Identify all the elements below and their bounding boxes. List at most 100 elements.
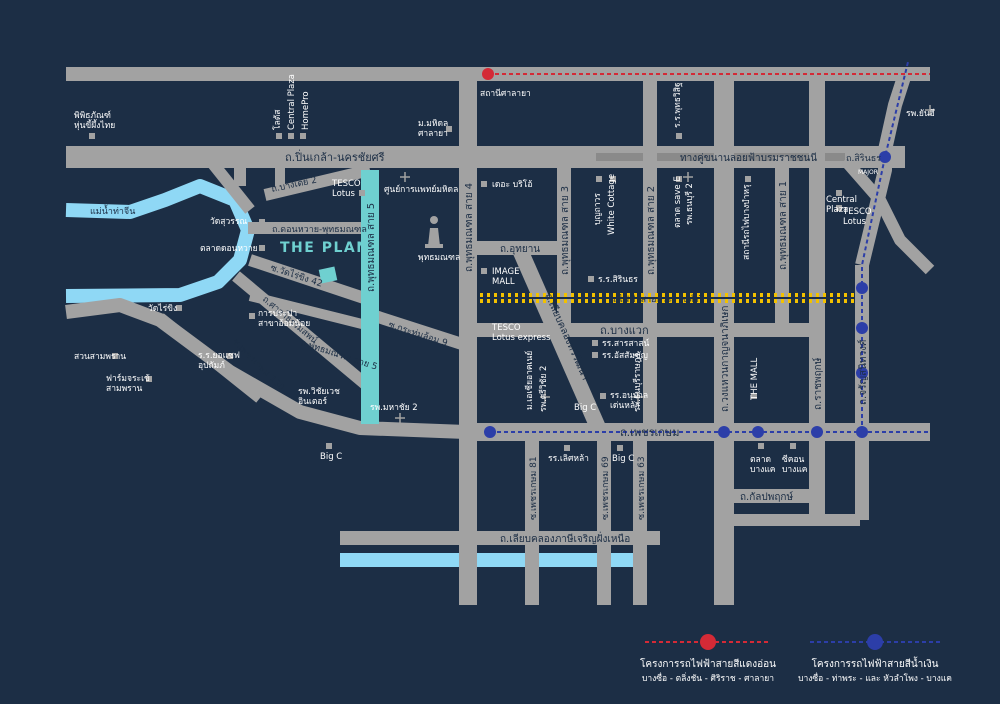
marker-talat-save-e	[676, 176, 682, 182]
place-rs-phut: ร.ร.พุทธวิสิฐ	[673, 82, 683, 128]
label-phutthamonthon-4: ถ.พุทธมณฑล สาย 4	[464, 183, 475, 272]
marker-seacon	[790, 443, 796, 449]
marker-mahidol	[446, 126, 452, 132]
marker-rs-sirindhorn	[588, 276, 594, 282]
label-sirinthorn: ถ.สิรินธร	[846, 153, 881, 164]
label-pinklao: ถ.ปิ่นเกล้า-นครชัยศรี	[285, 149, 385, 164]
rail-blue-station-7	[856, 322, 868, 334]
place-rph-thonratsat: รพ.ธนบุรีราษฎร์	[632, 353, 643, 412]
marker-talat-bang-khae	[758, 443, 764, 449]
landmark-markers	[89, 126, 842, 451]
place-big-c-2: Big C	[574, 403, 596, 413]
marker-sathanee	[745, 176, 751, 182]
place-big-c-3: Big C	[612, 454, 634, 464]
marker-tesco-1	[359, 190, 365, 196]
canal-layer	[65, 179, 634, 567]
marker-kanprapha	[249, 313, 255, 319]
marker-rs-assumption	[592, 352, 598, 358]
place-white-cottage: White Cottage	[607, 174, 617, 235]
legend-red-dot	[700, 634, 716, 650]
marker-buyuwan	[596, 176, 602, 182]
the-plant-brand: THE PLANT	[280, 240, 381, 256]
marker-farm	[146, 376, 152, 382]
legend: โครงการรถไฟฟ้าสายสีแดงอ่อน บางซื่อ - ตลิ…	[640, 634, 952, 684]
marker-image-mall	[481, 268, 487, 274]
place-wat-rai-khing: วัดไร่ขิง	[148, 303, 177, 314]
road-bang-toei-2	[263, 164, 372, 201]
marker-talat-don-wai	[259, 245, 265, 251]
place-rph-yanhee: รพ.ยันฮี	[906, 108, 935, 119]
cross-hospital-5	[633, 392, 643, 402]
place-kalyanamit: ศูนย์การแพทย์มหิดล	[384, 184, 458, 195]
label-phutthamonthon-5: ถ.พุทธมณฑล สาย 5	[366, 203, 377, 292]
rail-blue-stations	[484, 151, 891, 438]
place-phutthamonthon: พุทธมณฑล	[418, 253, 460, 263]
place-rs-assumption: รร.อัสสัมชัญ	[602, 351, 648, 361]
the-plant-site	[318, 266, 338, 284]
place-phiphitthaphan: พิพิธภัณฑ์หุ่นขี้ผึ้งไทย	[74, 110, 115, 131]
place-farm: ฟาร์มจระเข้สามพราน	[106, 373, 150, 394]
place-talat-don-wai: ตลาดดอนหวาย	[200, 244, 258, 254]
marker-suan-sam-phran	[112, 353, 118, 359]
place-big-c-1: Big C	[320, 452, 342, 462]
road-sala-thammasop-north	[205, 156, 255, 214]
label-soi-63: ซ.เพชรเกษม 63	[637, 456, 647, 520]
rail-blue-station-8	[856, 282, 868, 294]
label-canal: แม่น้ำท่าจีน	[90, 204, 135, 217]
place-lotus: โลตัส	[272, 109, 283, 130]
canal-bottom	[340, 553, 634, 567]
rail-blue-station-9	[879, 151, 891, 163]
road-wat-rai-khing-42	[248, 254, 372, 306]
marker-the-mall	[751, 393, 757, 399]
label-uthayan: ถ.อุทยาน	[500, 244, 540, 255]
road-soi-left-1	[248, 291, 372, 331]
label-phutthamonthon-1: ถ.พุทธมณฑล สาย 1	[778, 181, 789, 270]
rail-blue-station-3	[752, 426, 764, 438]
canal-tha-chin	[65, 179, 255, 303]
label-yellow-rail: รถไฟฟ้าสายพระราชดำริ	[608, 294, 704, 305]
place-central-plaza: Central Plaza	[287, 74, 297, 130]
label-liap-khlong-phasi: ถ.เลียบคลองภาษีเจริญฝั่งเหนือ	[500, 531, 630, 545]
rail-red-station-salaya	[482, 68, 494, 80]
marker-wat-kaew	[276, 133, 282, 139]
place-rph-wichaiyut: รพ.วิชัยเวชอินเตอร์	[298, 387, 340, 407]
place-sala-ya-station: สถานีศาลายา	[480, 88, 531, 99]
place-kanprapha: การประปาสาขาอ้อมน้อย	[258, 309, 310, 329]
place-talat-save-e: ตลาด save E	[673, 176, 683, 228]
place-major: MAJOR	[858, 169, 878, 176]
multiline-labels: พิพิธภัณฑ์หุ่นขี้ผึ้งไทย ม.มหิดลศาลายา T…	[74, 110, 872, 475]
place-the-mall: THE MALL	[750, 357, 760, 401]
label-don-wai: ถ.ดอนหวาย-พุทธมณฑล	[272, 225, 367, 235]
place-rs-saraphat: รร.สารสาสน์	[602, 338, 650, 349]
label-bang-waek: ถ.บางแวก	[600, 324, 649, 337]
legend-blue-dot	[867, 634, 883, 650]
place-sathanee: สถานีรถไฟบางบำหรุ	[741, 184, 752, 260]
place-rs-leknara: รร.เลิศหล้า	[548, 453, 589, 464]
place-mahidol: ม.มหิดลศาลายา	[418, 119, 448, 139]
marker-central-plaza	[288, 133, 294, 139]
road-sirinthorn-east	[840, 156, 935, 275]
legend-blue-title: โครงการรถไฟฟ้าสายสีน้ำเงิน	[812, 656, 939, 670]
place-labels: สถานีศาลายา HomePro Central Plaza โลตัส …	[74, 74, 935, 464]
label-kanlapaphruek: ถ.กัลปพฤกษ์	[740, 491, 793, 503]
road-liap-khlong-thawi	[512, 246, 608, 436]
rail-blue-station-2	[718, 426, 730, 438]
place-rph-thonburi: รพ.ธนบุรี 2	[684, 183, 695, 225]
label-soi-81: ซ.เพชรเกษม 81	[529, 456, 539, 520]
marker-wat-suwan	[259, 219, 265, 225]
place-suan-sam-phran: สวนสามพราน	[74, 352, 126, 362]
cross-hospital-4	[683, 172, 693, 182]
marker-central-plaza-2	[836, 190, 842, 196]
marker-rs-saraphat	[592, 340, 598, 346]
rail-blue-station-4	[811, 426, 823, 438]
place-rs-anuban: รร.อนุบาลเด่นหล้า	[610, 391, 648, 411]
cross-markers	[395, 105, 935, 423]
legend-blue-route: บางซื่อ - ท่าพระ - และ หัวลำโพง - บางแค	[798, 672, 952, 684]
